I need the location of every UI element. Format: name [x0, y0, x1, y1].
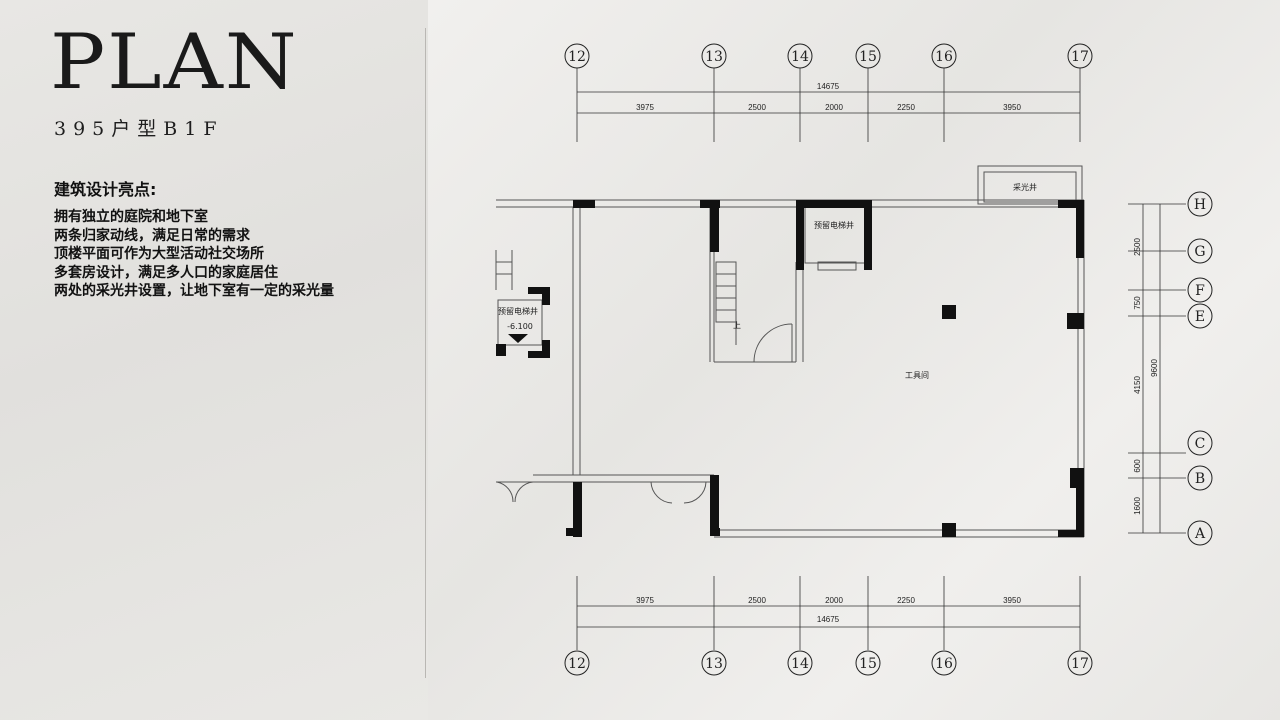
axis-bubble-bottom-15: 15: [855, 650, 881, 676]
axis-bubble-bottom-16: 16: [931, 650, 957, 676]
top-axis-leaders: [576, 68, 1081, 142]
plan-walls: [495, 165, 1085, 538]
axis-bubble-bottom-13: 13: [701, 650, 727, 676]
dim-bottom: 2500: [748, 596, 766, 605]
axis-bubble-top-14: 14: [787, 43, 813, 69]
svg-text:14: 14: [791, 656, 809, 672]
page-subtitle: 395户型B1F: [54, 118, 224, 140]
svg-text:17: 17: [1071, 49, 1089, 65]
floor-plan-drawing: 12 13 14 15 16 17 14675 3975 2500 2000 2…: [495, 43, 1213, 676]
svg-text:12: 12: [568, 49, 586, 65]
top-axis-markers: 12 13 14 15 16 17: [564, 43, 1093, 69]
highlight-item: 两处的采光井设置，让地下室有一定的采光量: [54, 283, 334, 299]
room-label-level: -6.100: [507, 322, 533, 331]
axis-bubble-C: C: [1187, 430, 1213, 456]
axis-bubble-top-13: 13: [701, 43, 727, 69]
dim-top: 2250: [897, 103, 915, 112]
svg-text:13: 13: [705, 656, 723, 672]
svg-text:14: 14: [791, 49, 809, 65]
floor-plan: 12 13 14 15 16 17 14675 3975 2500 2000 2…: [428, 0, 1280, 720]
svg-text:15: 15: [859, 49, 877, 65]
svg-text:A: A: [1194, 526, 1206, 542]
dim-top: 3950: [1003, 103, 1021, 112]
stair-up-label: 上: [733, 321, 741, 330]
right-axis-leaders: [1128, 203, 1186, 534]
room-label-tool-room: 工具间: [905, 371, 929, 380]
svg-text:13: 13: [705, 49, 723, 65]
svg-text:G: G: [1194, 244, 1205, 260]
left-panel-background: [0, 0, 428, 720]
svg-text:E: E: [1195, 309, 1205, 325]
axis-bubble-G: G: [1187, 238, 1213, 264]
axis-bubble-A: A: [1187, 520, 1213, 546]
axis-bubble-top-12: 12: [564, 43, 590, 69]
dim-bottom: 2250: [897, 596, 915, 605]
svg-text:15: 15: [859, 656, 877, 672]
right-panel-background: [428, 0, 1280, 720]
highlight-item: 顶楼平面可作为大型活动社交场所: [54, 246, 264, 262]
axis-bubble-top-16: 16: [931, 43, 957, 69]
dim-bottom: 2000: [825, 596, 843, 605]
highlights-heading: 建筑设计亮点:: [54, 180, 157, 199]
room-label-elevator: 预留电梯井: [814, 220, 854, 230]
room-label-light-well: 采光井: [1013, 182, 1037, 192]
room-label-elevator-left: 预留电梯井: [498, 306, 538, 316]
axis-bubble-B: B: [1187, 465, 1213, 491]
svg-text:B: B: [1195, 471, 1205, 487]
axis-bubble-top-15: 15: [855, 43, 881, 69]
svg-text:C: C: [1195, 436, 1206, 452]
axis-bubble-bottom-17: 17: [1067, 650, 1093, 676]
svg-text:12: 12: [568, 656, 586, 672]
svg-text:H: H: [1194, 197, 1206, 213]
page-title: PLAN: [50, 19, 299, 107]
highlight-item: 拥有独立的庭院和地下室: [54, 209, 208, 225]
dim-top-total: 14675: [817, 82, 840, 91]
axis-bubble-bottom-12: 12: [564, 650, 590, 676]
dim-right: 4150: [1133, 376, 1142, 394]
dim-right: 2500: [1133, 238, 1142, 256]
axis-bubble-E: E: [1187, 303, 1213, 329]
dim-top: 2500: [748, 103, 766, 112]
dim-bottom: 3950: [1003, 596, 1021, 605]
axis-bubble-F: F: [1187, 277, 1213, 303]
vertical-divider: [425, 28, 426, 678]
dim-top: 3975: [636, 103, 654, 112]
dim-bottom: 3975: [636, 596, 654, 605]
highlight-item: 两条归家动线，满足日常的需求: [54, 227, 250, 244]
svg-text:16: 16: [935, 49, 953, 65]
svg-text:F: F: [1195, 283, 1205, 299]
axis-bubble-top-17: 17: [1067, 43, 1093, 69]
dim-right: 1600: [1133, 497, 1142, 515]
highlight-item: 多套房设计，满足多人口的家庭居住: [54, 264, 278, 281]
dim-bottom-total: 14675: [817, 615, 840, 624]
dim-right: 600: [1133, 459, 1142, 473]
right-axis-markers: H G F E C B A: [1187, 191, 1213, 546]
dim-right-total: 9600: [1150, 359, 1159, 377]
axis-bubble-H: H: [1187, 191, 1213, 217]
svg-text:16: 16: [935, 656, 953, 672]
axis-bubble-bottom-14: 14: [787, 650, 813, 676]
svg-text:17: 17: [1071, 656, 1089, 672]
structural-columns: [496, 200, 1084, 537]
dim-right: 750: [1133, 296, 1142, 310]
bottom-axis-leaders: [576, 576, 1081, 650]
highlights-list: 拥有独立的庭院和地下室 两条归家动线，满足日常的需求 顶楼平面可作为大型活动社交…: [54, 208, 334, 301]
dim-top: 2000: [825, 103, 843, 112]
bottom-axis-markers: 12 13 14 15 16 17: [564, 650, 1093, 676]
